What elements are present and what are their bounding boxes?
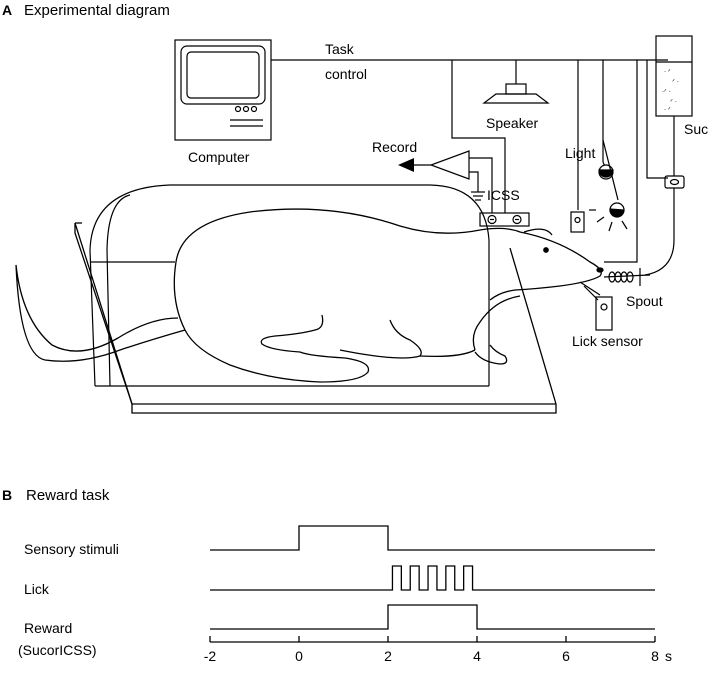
time-axis-tick-label: -2 — [204, 648, 217, 664]
svg-text:ᐟ ᐧ: ᐟ ᐧ — [670, 99, 677, 106]
icss-label: ICSS — [487, 187, 520, 203]
speaker-label: Speaker — [486, 115, 538, 131]
task-label: Task — [325, 41, 355, 57]
time-axis-tick-label: 6 — [562, 648, 570, 664]
spout-label: Spout — [626, 293, 663, 309]
spout-icon — [603, 268, 651, 286]
svg-text:ᐟ ᐧ: ᐟ ᐧ — [672, 79, 679, 86]
panel-b-title: Reward task — [26, 487, 110, 504]
panel-a: A Experimental diagram Computer — [2, 2, 708, 414]
time-axis-unit: s — [665, 648, 672, 664]
panel-b: B Reward task Sensory stimuli Lick Rewar… — [2, 487, 672, 664]
time-axis-tick-label: 4 — [473, 648, 481, 664]
lick-sensor-icon — [579, 281, 613, 331]
sucrose-label: Suc — [684, 121, 708, 137]
computer-icon — [174, 39, 272, 141]
sucrose-dots: ᐧ ᐟ ᐟ ᐧ ᐧᐟ ᐧ ᐟ ᐧ ᐧ ᐟ — [662, 69, 679, 114]
lick-label: Lick — [24, 581, 50, 597]
svg-text:ᐧ ᐟ: ᐧ ᐟ — [664, 107, 671, 114]
svg-text:ᐧ ᐟ: ᐧ ᐟ — [664, 69, 671, 76]
sensory-stimuli-label: Sensory stimuli — [24, 541, 119, 557]
time-axis-tick-label: 0 — [295, 648, 303, 664]
lick-trace — [210, 565, 655, 591]
record-amplifier-icon — [413, 150, 493, 213]
time-axis-tick-label: 2 — [384, 648, 392, 664]
control-label: control — [325, 66, 367, 82]
record-arrow-icon — [398, 158, 414, 172]
svg-text:ᐧᐟ ᐧ: ᐧᐟ ᐧ — [662, 89, 671, 96]
reward-label: Reward — [24, 620, 72, 636]
panel-b-letter: B — [2, 487, 12, 503]
light-label: Light — [565, 145, 595, 161]
reward-sub-label: (SucorICSS) — [18, 642, 97, 658]
light-bulb-icon — [570, 139, 628, 233]
speaker-icon — [482, 83, 550, 104]
platform-icon — [74, 222, 557, 414]
reward-trace — [210, 604, 655, 630]
sucrose-reservoir-icon — [644, 35, 693, 276]
computer-label: Computer — [188, 149, 250, 165]
time-axis-tick-label: 8 — [651, 648, 659, 664]
record-label: Record — [372, 139, 417, 155]
timing-traces — [210, 525, 655, 630]
icss-headstage-icon — [479, 212, 530, 227]
rat-icon — [15, 208, 604, 383]
control-wires — [271, 59, 668, 263]
panel-a-title: Experimental diagram — [24, 2, 170, 19]
lick-sensor-label: Lick sensor — [572, 333, 643, 349]
restraint-tube-icon — [89, 184, 490, 387]
sensory-stimuli-trace — [210, 525, 655, 551]
panel-a-letter: A — [2, 2, 12, 18]
